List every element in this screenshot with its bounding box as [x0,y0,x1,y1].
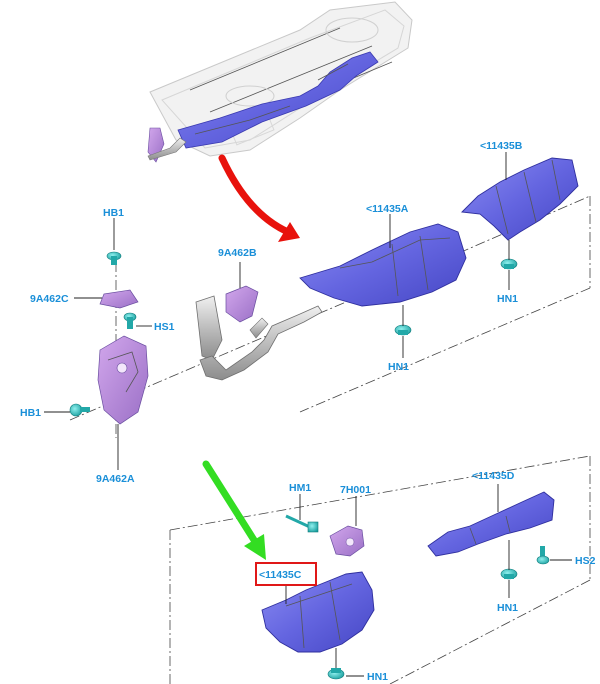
highlight-box-11435c [255,562,317,586]
green-arrow-icon [202,460,266,560]
label-hs2: HS2 [575,555,596,567]
bracket-7h001 [329,525,365,557]
label-hn1-a: HN1 [388,361,409,373]
label-hs1: HS1 [154,321,175,333]
label-7h001: 7H001 [340,484,371,496]
label-11435d: <11435D [472,470,515,482]
heat-shield-9a462b [225,285,259,323]
label-9a462c: 9A462C [30,293,69,305]
label-11435b: <11435B [480,140,523,152]
red-arrow-icon [218,154,300,242]
label-9a462b: 9A462B [218,247,257,259]
label-hb1-left: HB1 [20,407,41,419]
lower-centerlines [169,455,591,684]
label-11435a: <11435A [366,203,409,215]
label-hb1-top: HB1 [103,207,124,219]
label-hn1-c: HN1 [367,671,388,683]
label-9a462a: 9A462A [96,473,135,485]
heat-shield-11435b [461,157,579,241]
vehicle-underbody-overview [147,1,413,163]
heat-shield-11435a [299,223,467,307]
fastener-hb1-left-icon [69,403,90,417]
label-hn1-d: HN1 [497,602,518,614]
fastener-hb1-top-icon [106,251,122,265]
heat-shield-9a462a [97,335,149,425]
catalytic-converter-pipe [195,295,323,381]
leaders-upper-left [44,218,152,470]
label-hm1: HM1 [289,482,311,494]
fastener-hn1-a-icon [394,324,412,336]
fastener-hs2-icon [536,546,550,565]
fastener-hs1-icon [123,312,137,329]
label-11435c: <11435C [259,569,302,581]
fastener-hn1-c-icon [327,668,345,680]
fastener-hm1-icon [285,514,319,533]
fastener-hn1-d-icon [500,568,518,580]
heat-shield-11435c [261,571,375,653]
label-hn1-b: HN1 [497,293,518,305]
fastener-hn1-b-icon [500,258,518,270]
heat-shield-9a462c [99,289,139,309]
heat-shield-11435d [427,491,555,557]
